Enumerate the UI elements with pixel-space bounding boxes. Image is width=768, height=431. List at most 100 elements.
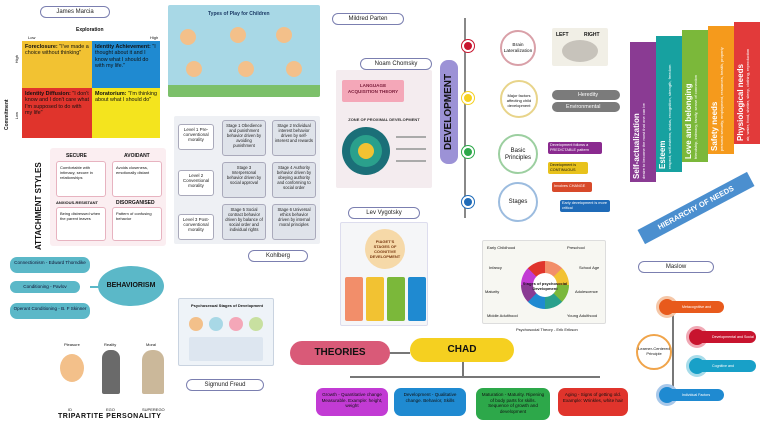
marcia-moratorium: Moratorium: "I'm thinking about what I s… xyxy=(92,88,160,138)
attachment-anxious-desc: Being distressed when the parent leaves xyxy=(60,211,101,221)
basic-principles-node[interactable]: Basic Principles xyxy=(498,134,538,174)
chad-development[interactable]: Development - Qualitative change. Behavi… xyxy=(394,388,466,416)
id-label: ID xyxy=(68,407,72,412)
piaget-panel[interactable]: PIAGET'S STAGES OF COGNITIVE DEVELOPMENT xyxy=(340,222,428,326)
maslow-level-name: Esteem xyxy=(658,140,667,169)
attachment-styles-panel[interactable]: SECURE AVOIDANT Comfortable with intimac… xyxy=(50,148,166,246)
major-factors-dot[interactable] xyxy=(462,92,474,104)
kohlberg-panel[interactable]: Level 1 Pre-conventional morality Level … xyxy=(174,116,320,244)
stage-illustration-box xyxy=(189,337,263,361)
maslow-level-self-actualization: Self-actualization desire to become the … xyxy=(630,42,656,182)
lev-vygotsky-tag[interactable]: Lev Vygotsky xyxy=(348,207,420,219)
learner-item-3[interactable]: Cognitive and Metacognitive xyxy=(700,360,756,380)
child-figure-icon xyxy=(238,61,254,77)
child-figure-icon xyxy=(276,27,292,43)
learner-item-4[interactable]: Individual Factors xyxy=(670,389,724,401)
zpd-legend-line xyxy=(396,136,426,138)
moral-label: Moral xyxy=(146,342,157,347)
maslow-level-name: Love and belonging xyxy=(684,83,693,159)
behaviorism-item-conditioning[interactable]: Conditioning - Pavlov xyxy=(10,281,80,293)
brain-icon xyxy=(562,40,598,62)
stage-illustration-icon xyxy=(229,317,243,331)
basic-item-early: Early development is more critical xyxy=(560,200,610,212)
heredity-pill[interactable]: Heredity xyxy=(552,90,620,100)
stage-illustration-icon xyxy=(189,317,203,331)
kohlberg-tag[interactable]: Kohlberg xyxy=(248,250,308,262)
major-factors-node[interactable]: Major factors affecting child developmen… xyxy=(500,80,538,118)
erikson-stage-label: Young Adulthood xyxy=(567,313,598,318)
stages-node[interactable]: Stages xyxy=(498,182,538,222)
diffusion-title: Identity Diffusion: xyxy=(25,91,71,97)
piaget-stage-column xyxy=(366,277,384,321)
erikson-stage-label: Maturity xyxy=(485,289,500,294)
attachment-avoidant-card: Avoids closeness, emotionally distant xyxy=(112,161,162,197)
superego-figure-icon xyxy=(142,350,164,394)
exploration-label: Exploration xyxy=(76,27,104,33)
maslow-panel[interactable]: Self-actualization desire to become the … xyxy=(630,22,762,245)
maslow-level-love: Love and belonging friendship, intimacy,… xyxy=(682,30,708,162)
chad-aging[interactable]: Aging - Signs of getting old. Example: W… xyxy=(558,388,628,416)
learner-item-2[interactable]: Developmental and Social xyxy=(700,331,756,343)
hierarchy-of-needs-banner: HIERARCHY OF NEEDS xyxy=(637,171,755,245)
tripartite-title: TRIPARTITE PERSONALITY xyxy=(58,413,162,420)
learner-connector xyxy=(672,308,674,398)
brain-lateralization-node[interactable]: Brain Lateralization xyxy=(500,30,536,66)
piaget-title: PIAGET'S STAGES OF COGNITIVE DEVELOPMENT xyxy=(369,239,401,259)
zpd-inner-circle xyxy=(358,143,374,159)
attachment-disorganised-card: Pattern of confusing behavior xyxy=(112,207,162,241)
noam-chomsky-tag[interactable]: Noam Chomsky xyxy=(360,58,432,70)
zpd-legend-line xyxy=(396,148,426,150)
maslow-level-physiological: Physiological needs air, water, food, sh… xyxy=(734,22,760,144)
maslow-tag[interactable]: Maslow xyxy=(638,261,714,273)
behaviorism-node[interactable]: BEHAVIORISM xyxy=(98,266,164,306)
child-figure-icon xyxy=(180,29,196,45)
zpd-legend-line xyxy=(396,160,426,162)
development-title[interactable]: DEVELOPMENT xyxy=(440,60,458,164)
chad-maturation[interactable]: Maturation - Maturity. Ripening of body … xyxy=(476,388,550,420)
mildred-parten-tag[interactable]: Mildred Parten xyxy=(332,13,404,25)
stages-dot[interactable] xyxy=(462,196,474,208)
theories-node[interactable]: THEORIES xyxy=(290,341,390,365)
kohlberg-stage-6: Stage 6 Universal ethics behavior driven… xyxy=(272,204,316,240)
commitment-high: High xyxy=(14,55,19,64)
play-ground xyxy=(168,85,320,97)
types-of-play-panel[interactable]: Types of Play for Children xyxy=(168,5,320,97)
maslow-level-safety: Safety needs personal security, employme… xyxy=(708,26,734,154)
chad-node[interactable]: CHAD xyxy=(410,338,514,362)
basic-item-continuous: Development is CONTINUOUS xyxy=(548,162,588,174)
maslow-level-desc: personal security, employment, resources… xyxy=(719,47,724,151)
erikson-caption: Psychosocial Theory - Erik Erikson xyxy=(516,327,578,332)
kohlberg-level-2: Level 2 Conventional morality xyxy=(178,170,214,196)
brain-lateralization-dot[interactable] xyxy=(462,40,474,52)
james-marcia-tag[interactable]: James Marcia xyxy=(40,6,110,18)
attachment-avoidant-label: AVOIDANT xyxy=(124,153,150,159)
basic-principles-dot[interactable] xyxy=(462,146,474,158)
attachment-disorganised-label: DISORGANISED xyxy=(116,200,155,206)
kohlberg-level-3: Level 3 Post-conventional morality xyxy=(178,214,214,240)
sigmund-freud-tag[interactable]: Sigmund Freud xyxy=(186,379,264,391)
learner-centered-node[interactable]: Learner-Centered Principle xyxy=(636,334,672,370)
environmental-pill[interactable]: Environmental xyxy=(552,102,620,112)
marcia-achievement: Identity Achievement: "I thought about i… xyxy=(92,41,160,88)
erikson-title: Stages of psychosocial Development xyxy=(522,281,568,291)
erikson-center xyxy=(533,273,557,297)
child-figure-icon xyxy=(230,27,246,43)
piaget-head-icon xyxy=(365,229,405,269)
attachment-styles-title: ATTACHMENT STYLES xyxy=(34,162,43,250)
achievement-text: "I thought about it and I know what I sh… xyxy=(95,44,156,70)
maslow-level-desc: friendship, intimacy, family, sense of c… xyxy=(693,74,698,159)
kohlberg-stage-4: Stage 4 Authority behavior driven by obe… xyxy=(272,162,316,198)
left-right-brain-panel: LEFT RIGHT xyxy=(552,28,608,66)
moratorium-text: "I'm thinking about what I should do" xyxy=(95,91,157,104)
behaviorism-item-connectionism[interactable]: Connectionism - Edward Thorndike xyxy=(10,257,90,273)
learner-item-1[interactable]: Metacognitive and Cognitive xyxy=(670,301,724,321)
chad-growth[interactable]: Growth - Quantitative change Measurable.… xyxy=(316,388,388,416)
language-acquisition-panel[interactable]: LANGUAGE ACQUISITION THEORY ZONE OF PROX… xyxy=(336,70,432,188)
maslow-level-name: Safety needs xyxy=(710,101,719,151)
kohlberg-level-1: Level 1 Pre-conventional morality xyxy=(178,124,214,150)
erikson-panel[interactable]: Stages of psychosocial Development Early… xyxy=(482,240,606,324)
marcia-diffusion: Identity Diffusion: "I don't know and I … xyxy=(22,88,92,138)
psychosexual-stages-panel[interactable]: Psychosexual Stages of Development xyxy=(178,298,274,366)
erikson-stage-label: Infancy xyxy=(489,265,502,270)
behaviorism-item-operant[interactable]: Operant Conditioning - B. F Skinner xyxy=(10,303,90,319)
